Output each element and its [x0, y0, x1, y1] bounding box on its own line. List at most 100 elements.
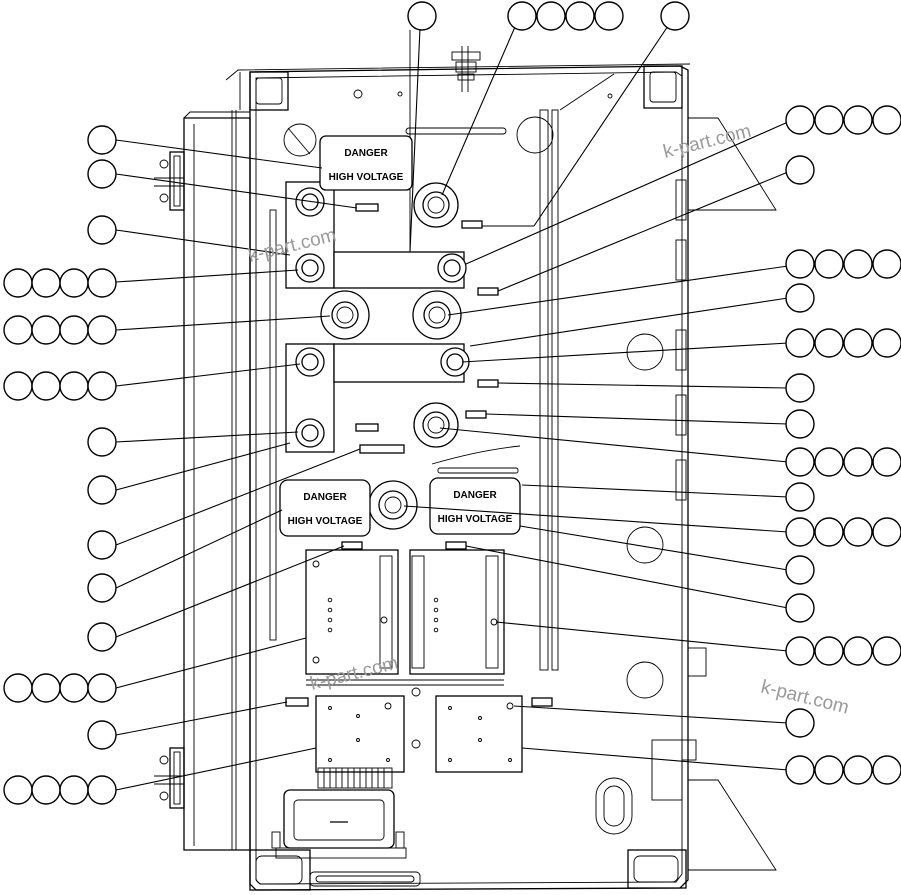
top-bolt — [353, 46, 613, 99]
callout-bubble — [87, 775, 117, 805]
danger-label-2: DANGER HIGH VOLTAGE — [279, 479, 371, 537]
bushing-11 — [368, 480, 418, 530]
callout-bubble — [87, 215, 117, 245]
danger-label-3: DANGER HIGH VOLTAGE — [429, 477, 521, 535]
callout-bubble — [660, 1, 690, 31]
callout-bubble — [785, 155, 815, 185]
danger-label-3-line2: HIGH VOLTAGE — [438, 514, 513, 525]
cabinet — [154, 46, 777, 891]
leader-lines — [115, 19, 789, 791]
callout-bubble — [3, 268, 33, 298]
callout-bubble — [87, 315, 117, 345]
callout-bubble — [785, 517, 815, 547]
callout-bubble — [3, 775, 33, 805]
callout-bubble — [872, 755, 901, 785]
callout-bubble — [785, 249, 815, 279]
callout-bubble — [872, 517, 901, 547]
callout-bubble — [59, 371, 89, 401]
callout-bubble — [843, 249, 873, 279]
callout-bubble — [507, 1, 537, 31]
callout-bubble — [31, 268, 61, 298]
bushing-3 — [295, 253, 325, 283]
callout-bubble — [785, 283, 815, 313]
left-clamp-lower — [154, 747, 185, 809]
danger-label-3-line1: DANGER — [453, 490, 497, 501]
callout-bubble — [872, 328, 901, 358]
bushing-1 — [295, 187, 325, 217]
callout-bubble — [87, 573, 117, 603]
callout-bubble — [3, 673, 33, 703]
callout-bubble — [814, 517, 844, 547]
callout-bubble — [87, 673, 117, 703]
callout-bubble — [814, 328, 844, 358]
callout-bubble — [814, 636, 844, 666]
callout-bubble — [59, 315, 89, 345]
busbar-assembly — [285, 30, 465, 453]
callout-bubble — [785, 555, 815, 585]
right-brackets — [651, 117, 777, 871]
danger-label-1-line1: DANGER — [344, 148, 388, 159]
callout-bubble — [31, 673, 61, 703]
bushing-9 — [413, 402, 459, 448]
watermark-3: k-part.com — [308, 653, 400, 695]
bushings — [295, 182, 470, 530]
callout-bubble — [814, 447, 844, 477]
callouts-right — [785, 105, 901, 785]
callout-bubble — [785, 755, 815, 785]
callout-bubble — [843, 105, 873, 135]
callout-bubble — [785, 409, 815, 439]
bushing-2 — [413, 182, 459, 228]
danger-label-1: DANGER HIGH VOLTAGE — [319, 135, 413, 191]
bushing-5 — [320, 290, 370, 340]
callout-bubble — [785, 328, 815, 358]
callout-bubble — [87, 720, 117, 750]
callout-bubble — [843, 636, 873, 666]
callout-bubble — [565, 1, 595, 31]
callout-bubble — [407, 1, 437, 31]
callout-bubble — [843, 447, 873, 477]
callout-bubble — [87, 475, 117, 505]
callout-bubble — [872, 249, 901, 279]
callout-bubble — [814, 249, 844, 279]
module-lower-left — [315, 695, 405, 773]
bushing-7 — [295, 347, 325, 377]
callout-bubble — [785, 593, 815, 623]
callout-bubble — [3, 371, 33, 401]
module-lower-right — [435, 695, 523, 773]
callout-bubble — [814, 105, 844, 135]
danger-label-2-line2: HIGH VOLTAGE — [288, 516, 363, 527]
callout-bubble — [785, 447, 815, 477]
callout-bubble — [87, 622, 117, 652]
callout-bubble — [3, 315, 33, 345]
callout-bubble — [31, 315, 61, 345]
callout-bubble — [872, 636, 901, 666]
callout-bubble — [59, 268, 89, 298]
danger-label-2-line1: DANGER — [303, 492, 347, 503]
callout-bubble — [785, 708, 815, 738]
callout-bubble — [594, 1, 624, 31]
callout-bubble — [59, 775, 89, 805]
callout-bubble — [31, 775, 61, 805]
callout-bubble — [843, 517, 873, 547]
callout-bubble — [87, 268, 117, 298]
callout-bubble — [536, 1, 566, 31]
callout-bubble — [87, 159, 117, 189]
danger-label-1-line2: HIGH VOLTAGE — [329, 172, 404, 183]
watermark-1: k-part.com — [661, 121, 753, 163]
callout-bubble — [59, 673, 89, 703]
bushing-10 — [295, 418, 325, 448]
callout-bubble — [814, 755, 844, 785]
tags — [285, 203, 553, 707]
left-clamp-upper — [154, 151, 185, 211]
callout-bubble — [785, 482, 815, 512]
callouts-top — [407, 1, 690, 31]
module-left — [305, 549, 399, 675]
callout-bubble — [87, 427, 117, 457]
callout-bubble — [785, 105, 815, 135]
callout-bubble — [87, 125, 117, 155]
callout-bubble — [87, 530, 117, 560]
module-right — [409, 549, 505, 675]
callout-bubble — [843, 328, 873, 358]
callout-bubble — [785, 636, 815, 666]
